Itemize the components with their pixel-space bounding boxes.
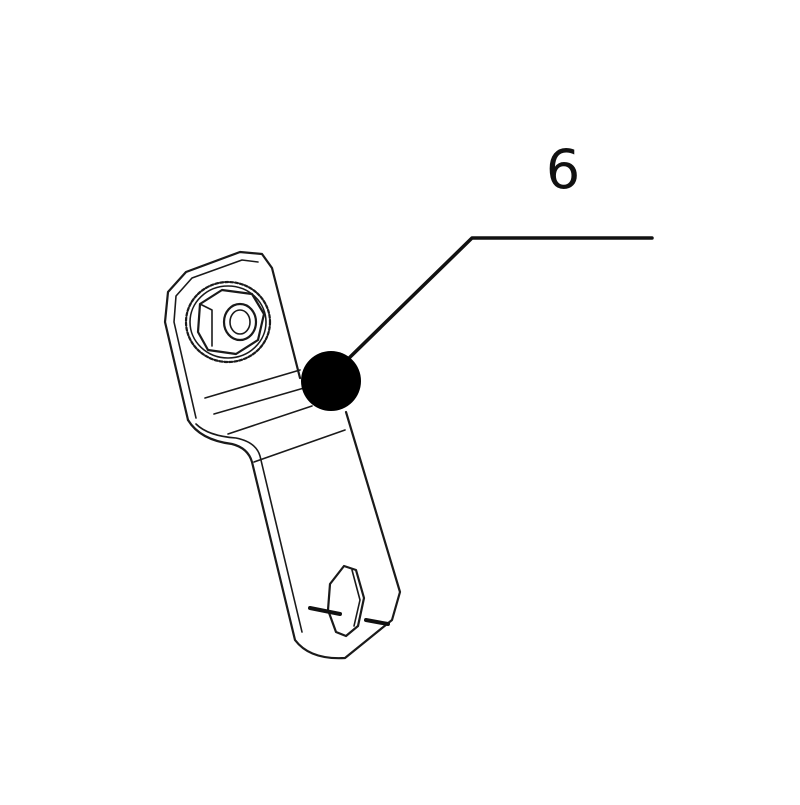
bracket-upper-tab: [163, 250, 313, 435]
callout-number-label: 6: [545, 138, 581, 201]
hex-nut: [184, 280, 272, 364]
callout-leader: [301, 236, 654, 411]
callout-dot-marker: [301, 351, 361, 411]
bracket-slot: [308, 564, 390, 638]
bracket-lower-arm: [186, 410, 402, 660]
